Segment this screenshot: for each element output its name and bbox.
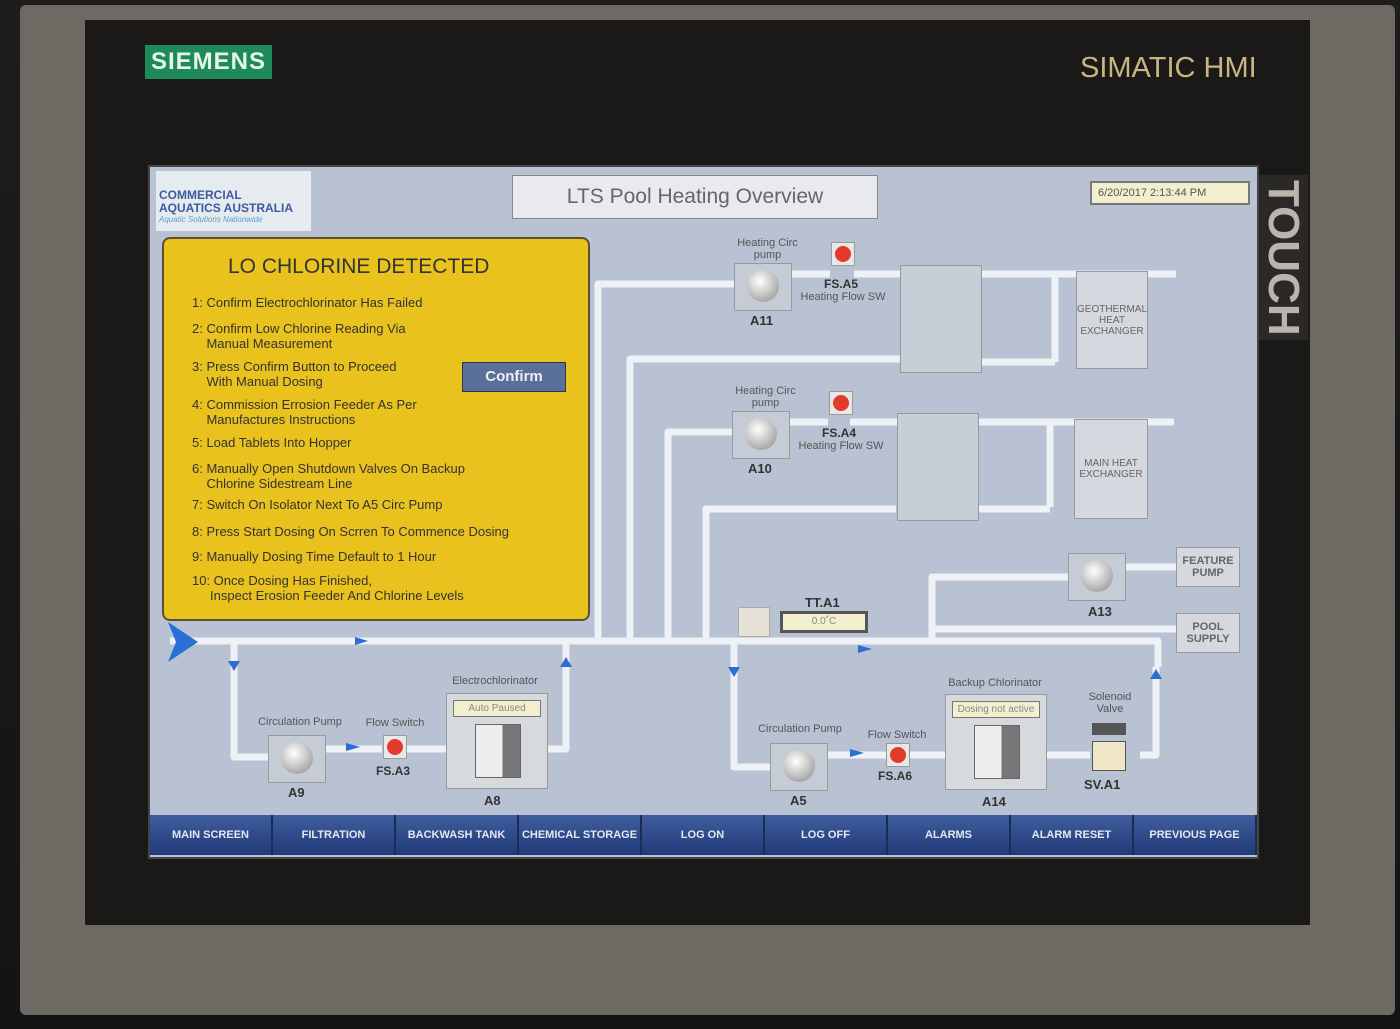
valve-tag: SV.A1 bbox=[1084, 777, 1121, 792]
logo-tagline: Aquatic Solutions Nationwide bbox=[159, 215, 263, 224]
tt-tag: TT.A1 bbox=[805, 595, 840, 610]
flow-switch-fs-a5[interactable] bbox=[831, 242, 855, 266]
pump-a11[interactable] bbox=[734, 263, 792, 311]
electro-status: Auto Paused bbox=[453, 700, 541, 717]
main-heat-exchanger[interactable]: MAIN HEAT EXCHANGER bbox=[1074, 419, 1148, 519]
fs-tag: FS.A3 bbox=[376, 764, 411, 778]
flow-arrow bbox=[728, 667, 740, 677]
trend-icon[interactable] bbox=[738, 607, 770, 637]
chlorinator-label: Electrochlorinator bbox=[452, 675, 538, 687]
flow-switch-fs-a3[interactable] bbox=[383, 735, 407, 759]
nav-main-screen[interactable]: MAIN SCREEN bbox=[150, 815, 273, 855]
alarm-step: 5: Load Tablets Into Hopper bbox=[192, 435, 352, 450]
alarm-step: 2: Confirm Low Chlorine Reading Via Manu… bbox=[192, 321, 406, 351]
flow-arrow bbox=[850, 749, 864, 757]
flow-arrow bbox=[560, 657, 572, 667]
flow-arrow-inlet bbox=[168, 622, 198, 662]
alarm-step: 6: Manually Open Shutdown Valves On Back… bbox=[192, 461, 465, 491]
heat-exchanger-coil bbox=[897, 413, 979, 521]
feature-pump-box[interactable]: FEATURE PUMP bbox=[1176, 547, 1240, 587]
datetime-display: 6/20/2017 2:13:44 PM bbox=[1090, 181, 1250, 205]
pump-a10[interactable] bbox=[732, 411, 790, 459]
logo-line2: AQUATICS AUSTRALIA bbox=[159, 201, 293, 215]
pump-a9[interactable] bbox=[268, 735, 326, 783]
confirm-button[interactable]: Confirm bbox=[462, 362, 566, 392]
flow-arrow bbox=[858, 645, 872, 653]
fs-label: Flow Switch bbox=[365, 717, 425, 729]
fs-label: Heating Flow SW bbox=[800, 291, 886, 303]
nav-filtration[interactable]: FILTRATION bbox=[273, 815, 396, 855]
alarm-step: 9: Manually Dosing Time Default to 1 Hou… bbox=[192, 549, 437, 564]
backup-status: Dosing not active bbox=[952, 701, 1040, 718]
temperature-value: 0.0˚C bbox=[783, 614, 865, 630]
pump-label: Heating Circ pump bbox=[735, 385, 796, 409]
pump-label: Circulation Pump bbox=[758, 723, 842, 735]
chlorinator-label: Backup Chlorinator bbox=[948, 677, 1042, 689]
flow-switch-fs-a4[interactable] bbox=[829, 391, 853, 415]
nav-backwash-tank[interactable]: BACKWASH TANK bbox=[396, 815, 519, 855]
fs-label: Heating Flow SW bbox=[798, 440, 884, 452]
geothermal-heat-exchanger[interactable]: GEOTHERMAL HEAT EXCHANGER bbox=[1076, 271, 1148, 369]
siemens-logo: SIEMENS bbox=[145, 45, 273, 79]
nav-alarm-reset[interactable]: ALARM RESET bbox=[1011, 815, 1134, 855]
alarm-step: 10: Once Dosing Has Finished, Inspect Er… bbox=[192, 573, 464, 603]
alarm-step: 7: Switch On Isolator Next To A5 Circ Pu… bbox=[192, 497, 443, 512]
pump-tag: A10 bbox=[748, 461, 772, 476]
backup-chlorinator-a14[interactable]: Dosing not active bbox=[945, 694, 1047, 790]
fs-tag: FS.A4 bbox=[822, 426, 857, 440]
nav-alarms[interactable]: ALARMS bbox=[888, 815, 1011, 855]
pump-a13[interactable] bbox=[1068, 553, 1126, 601]
logo-line1: COMMERCIAL bbox=[159, 188, 242, 202]
pump-tag: A11 bbox=[750, 313, 774, 328]
chlorinator-tag: A14 bbox=[982, 794, 1006, 809]
alarm-panel: LO CHLORINE DETECTED 1: Confirm Electroc… bbox=[162, 237, 590, 621]
flow-arrow bbox=[355, 637, 368, 645]
fs-tag: FS.A5 bbox=[824, 277, 859, 291]
flow-arrow bbox=[1150, 669, 1162, 679]
nav-previous-page[interactable]: PREVIOUS PAGE bbox=[1134, 815, 1257, 855]
pipework bbox=[168, 270, 1177, 771]
alarm-step: 4: Commission Errosion Feeder As Per Man… bbox=[192, 397, 417, 427]
flow-arrows bbox=[168, 622, 1162, 757]
fs-tag: FS.A6 bbox=[878, 769, 913, 783]
alarm-step: 1: Confirm Electrochlorinator Has Failed bbox=[192, 295, 423, 310]
temperature-display: 0.0˚C bbox=[780, 611, 868, 633]
bottom-nav: MAIN SCREEN FILTRATION BACKWASH TANK CHE… bbox=[150, 815, 1257, 855]
flow-arrow bbox=[228, 661, 240, 671]
pool-supply-box[interactable]: POOL SUPPLY bbox=[1176, 613, 1240, 653]
alarm-step: 3: Press Confirm Button to Proceed With … bbox=[192, 359, 397, 389]
electrochlorinator-a8[interactable]: Auto Paused bbox=[446, 693, 548, 789]
flow-arrow bbox=[346, 743, 360, 751]
pump-tag: A5 bbox=[790, 793, 807, 808]
fs-label: Flow Switch bbox=[867, 729, 927, 741]
nav-chemical-storage[interactable]: CHEMICAL STORAGE bbox=[519, 815, 642, 855]
solenoid-valve-icon[interactable] bbox=[1092, 723, 1126, 771]
touch-label: TOUCH bbox=[1258, 175, 1308, 340]
alarm-step: 8: Press Start Dosing On Scrren To Comme… bbox=[192, 524, 509, 539]
heat-exchanger-coil bbox=[900, 265, 982, 373]
page-title: LTS Pool Heating Overview bbox=[512, 175, 878, 219]
chlorinator-tag: A8 bbox=[484, 793, 501, 808]
pump-label: Heating Circ pump bbox=[737, 237, 798, 261]
pump-label: Circulation Pump bbox=[258, 716, 342, 728]
pump-tag: A13 bbox=[1088, 604, 1112, 619]
flow-switch-fs-a6[interactable] bbox=[886, 743, 910, 767]
valve-label: Solenoid Valve bbox=[1088, 691, 1132, 715]
pump-tag: A9 bbox=[288, 785, 305, 800]
pump-a5[interactable] bbox=[770, 743, 828, 791]
model-label: SIMATIC HMI bbox=[1080, 52, 1257, 84]
nav-log-off[interactable]: LOG OFF bbox=[765, 815, 888, 855]
alarm-title: LO CHLORINE DETECTED bbox=[228, 255, 490, 278]
nav-log-on[interactable]: LOG ON bbox=[642, 815, 765, 855]
